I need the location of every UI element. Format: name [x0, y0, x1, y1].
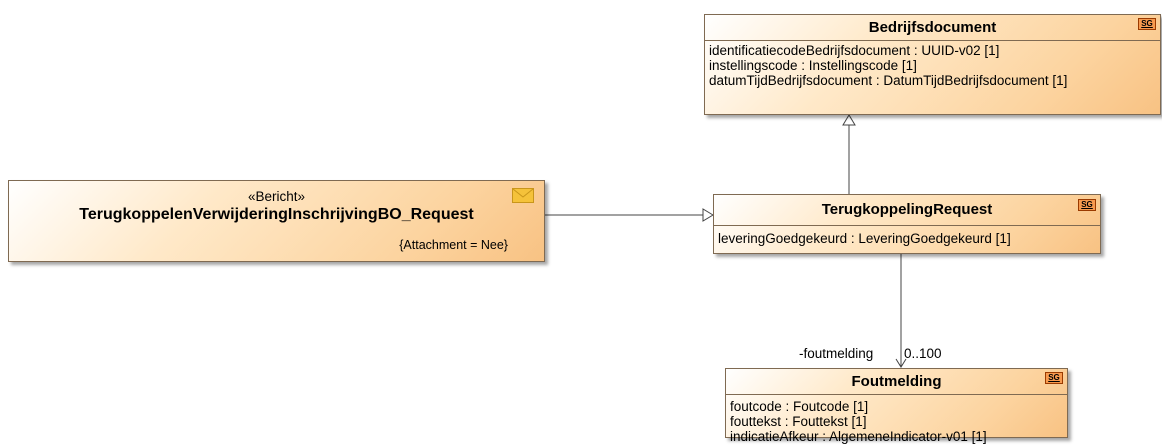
- envelope-icon: [512, 188, 534, 203]
- attribute-row: leveringGoedgekeurd : LeveringGoedgekeur…: [718, 231, 1011, 246]
- class-name: Foutmelding: [851, 373, 942, 390]
- class-name: Bedrijfsdocument: [868, 19, 997, 36]
- association-role-label: -foutmelding: [799, 346, 874, 361]
- bericht-generalization-arrowhead: [702, 208, 714, 222]
- class-header: Foutmelding SG: [726, 369, 1067, 394]
- attribute-row: fouttekst : Fouttekst [1]: [730, 414, 867, 429]
- stereotype-label: «Bericht»: [247, 189, 306, 204]
- class-header: TerugkoppelingRequest SG: [714, 195, 1100, 225]
- association-multiplicity-label: 0..100: [904, 346, 942, 361]
- attribute-row: indicatieAfkeur : AlgemeneIndicator-v01 …: [730, 429, 987, 444]
- sg-badge-icon: SG: [1078, 199, 1096, 211]
- attribute-row: foutcode : Foutcode [1]: [730, 399, 869, 414]
- class-header: Bedrijfsdocument SG: [705, 15, 1160, 40]
- class-bericht[interactable]: «Bericht» TerugkoppelenVerwijderingInsch…: [8, 180, 545, 262]
- attribute-compartment: leveringGoedgekeurd : LeveringGoedgekeur…: [714, 225, 1100, 248]
- attribute-row: datumTijdBedrijfsdocument : DatumTijdBed…: [709, 73, 1068, 88]
- class-bedrijfsdocument[interactable]: Bedrijfsdocument SG identificatiecodeBed…: [704, 14, 1161, 115]
- class-name: TerugkoppelingRequest: [821, 201, 993, 218]
- class-name: TerugkoppelenVerwijderingInschrijvingBO_…: [79, 206, 474, 223]
- class-terugkoppelingrequest[interactable]: TerugkoppelingRequest SG leveringGoedgek…: [713, 194, 1101, 254]
- attribute-row: instellingscode : Instellingscode [1]: [709, 58, 917, 73]
- attribute-compartment: foutcode : Foutcode [1] fouttekst : Fout…: [726, 394, 1067, 446]
- attribute-row: identificatiecodeBedrijfsdocument : UUID…: [709, 43, 1000, 58]
- sg-badge-icon: SG: [1138, 18, 1156, 30]
- tagged-value: {Attachment = Nee}: [399, 238, 508, 252]
- generalization-arrowhead: [842, 114, 856, 126]
- attribute-compartment: identificatiecodeBedrijfsdocument : UUID…: [705, 40, 1160, 90]
- association-arrowhead: [895, 358, 907, 368]
- sg-badge-icon: SG: [1045, 372, 1063, 384]
- class-foutmelding[interactable]: Foutmelding SG foutcode : Foutcode [1] f…: [725, 368, 1068, 444]
